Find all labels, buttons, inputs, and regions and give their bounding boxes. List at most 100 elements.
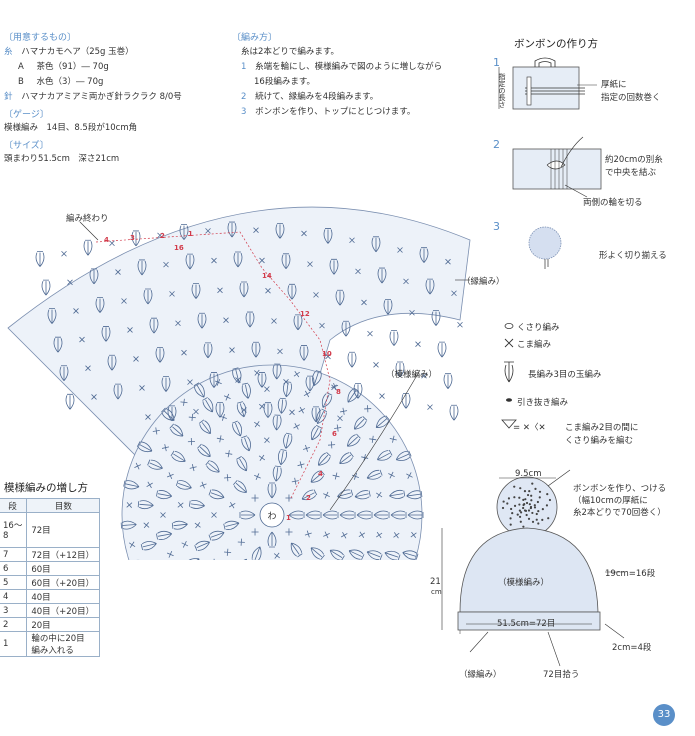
pompom-texture-dot [541,518,544,521]
hat-brim-height: 2cm=4段 [612,643,652,653]
pompom-texture-dot [522,498,525,501]
row-number-label: 14 [262,272,272,280]
chart-fan-area [7,206,471,476]
pompom-note-1: ボンボンを作り、つける [573,484,667,494]
pompom-texture-dot [518,515,522,518]
pompom-texture-dot [518,503,521,506]
stitch-count-cell: 60目（+20目） [26,575,101,590]
stitch-count-cell: 40目（+20目） [26,603,101,618]
puff-stitch-icon [504,361,514,383]
hat-height: 21 [430,577,441,587]
chart-edge-label: （縁編み） [462,277,505,287]
single-stitch-mark [457,321,463,328]
pompom-texture-dot [538,490,542,493]
legend-combo: こま編み2目の間に [565,423,639,433]
pompom-texture-dot [531,520,535,523]
pompom-texture-dot [537,522,540,525]
chain-symbol-icon [504,323,514,329]
pompom-texture-dot [533,504,536,507]
step1-text-1: 厚紙に [601,79,627,90]
pompom-note-3: 糸2本どりで70回巻く） [573,508,666,518]
legend-chain: くさり編み [517,323,560,333]
card-length-label: 指定の長さ [498,72,506,109]
pompom-note-2: （幅10cmの厚紙に [573,496,648,506]
pompom-texture-dot [538,496,541,499]
pompom-texture-dot [509,523,512,526]
method-step-1: 1 糸端を輪にし、模様編みで図のように増しながら [241,60,442,72]
puff-stitch-mark [437,341,447,358]
pompom-texture-dot [523,509,527,512]
materials-needle: 針 ハマナカアミアミ両かぎ針ラクラク 8/0号 [4,90,182,102]
pompom-ball [528,226,562,269]
edge-row-label: 3 [130,234,135,242]
pompom-texture-dot [519,520,522,523]
legend-slip: 引き抜き編み [517,398,569,408]
puff-stitch-mark [83,239,93,256]
row-number-label: 2 [306,494,311,502]
pompom-texture-dot [547,517,550,520]
step-1-number: 1 [241,62,247,72]
size-text: 頭まわり51.5cm 深さ21cm [4,154,120,164]
step-2-number: 2 [241,92,247,102]
center-ring [259,502,285,528]
slip-stitch-icon [506,398,512,402]
row-number-cell: 2 [0,617,28,632]
pompom-texture-dot [501,506,505,510]
hat-brim [457,611,601,631]
method-intro: 糸は2本どりで編みます。 [241,47,340,57]
center-label: わ [267,511,276,522]
yarn-b-letter: B [18,77,24,87]
step-3-line1: ボンボンを作り、トップにとじつけます。 [255,107,416,117]
row-number-cell: 6 [0,561,28,576]
single-stitch-mark [367,330,373,337]
single-stitch-mark [415,341,421,348]
single-crochet-icon [504,338,514,348]
step-1-line1: 糸端を輪にし、模様編みで図のように増しながら [255,62,443,72]
pompom-texture-dot [526,493,530,497]
pompom-texture-dot [518,509,521,512]
edge-row-label: 4 [104,236,109,244]
hat-circ-label: 51.5cm=72目 [497,619,556,629]
table-header: 段 目数 [0,498,101,513]
row-number-label: 4 [318,470,323,478]
legend-single: こま編み [517,340,552,350]
pompom-texture-dot [545,504,549,507]
single-stitch-mark [61,250,67,257]
pompom-step-3-number: 3 [493,220,500,233]
pompom-texture-dot [524,498,527,501]
pompom-card-1 [512,57,585,110]
materials-yarn: 糸 ハマナカモヘア（25g 玉巻） [4,45,134,57]
pompom-texture-dot [534,487,537,490]
step2-text-1: 約20cmの別糸 [605,154,663,165]
pompom-texture-dot [528,490,531,493]
yarn-b: B 水色（3）― 70g [18,75,103,87]
pompom-step-2-number: 2 [493,138,500,151]
row-number-label: 16 [174,244,184,252]
pompom-texture-dot [513,496,516,499]
row-number-cell: 5 [0,575,28,590]
puff-stitch-mark [35,251,45,268]
row-number-label: 6 [332,430,337,438]
step-3-number: 3 [241,107,247,117]
step1-text-2: 指定の回数巻く [601,92,661,103]
pompom-texture-dot [530,499,533,502]
yarn-a-amount: 茶色（91）― 70g [36,62,109,72]
step-2-line1: 続けて、縁編みを4段編みます。 [255,92,379,102]
pompom-texture-dot [513,504,517,507]
row-number-cell: 4 [0,589,28,604]
pompom-texture-dot [520,511,523,514]
row-number-label: 1 [286,514,291,522]
yarn-label: 糸 [4,47,13,57]
step2-cut: 両側の輪を切る [583,197,643,208]
stitch-count-cell: 40目 [26,589,101,604]
puff-stitch-mark [401,392,411,409]
pompom-title: ボンボンの作り方 [514,38,598,50]
pompom-texture-dot [523,503,526,506]
pompom-texture-dot [541,508,544,511]
row-number-cell: 1 [0,631,28,657]
pompom-step-1-number: 1 [493,56,500,69]
